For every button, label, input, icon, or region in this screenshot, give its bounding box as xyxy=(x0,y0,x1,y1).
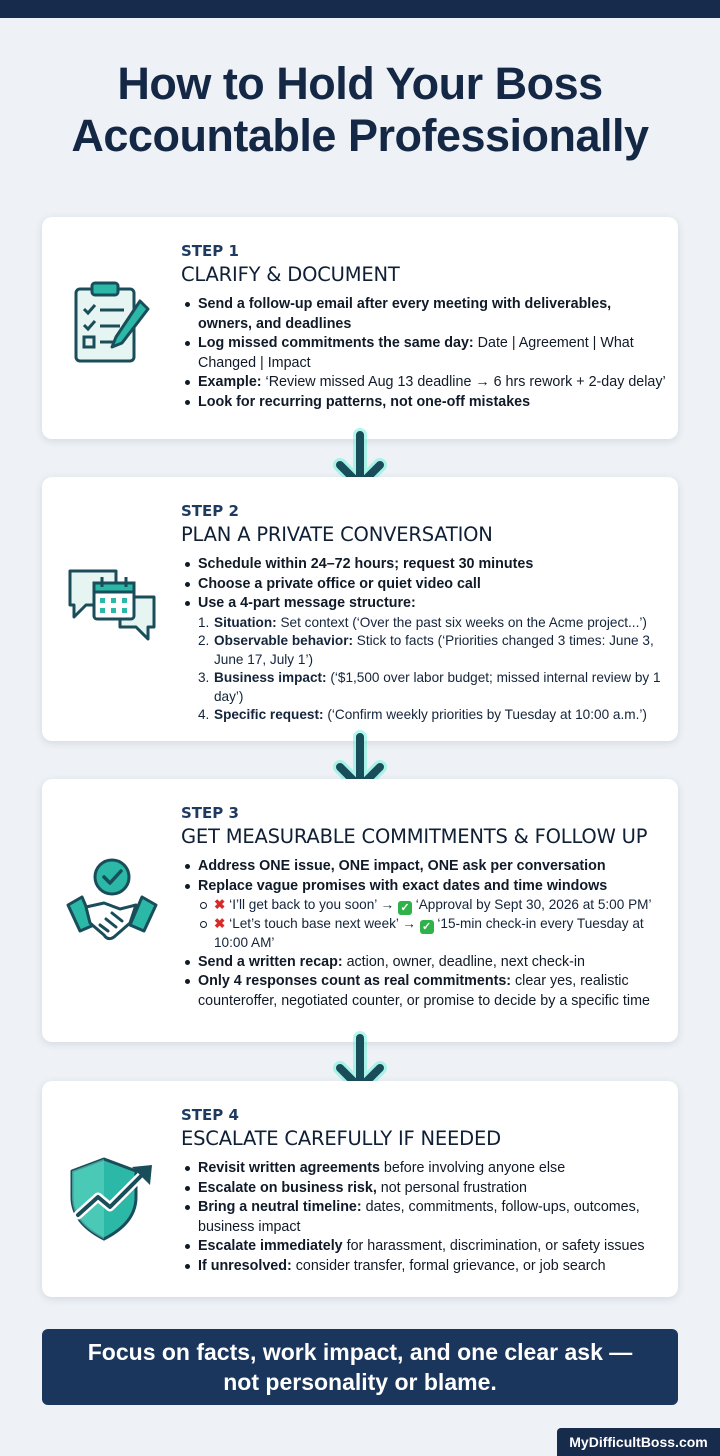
step-4-bullets: Revisit written agreements before involv… xyxy=(181,1159,668,1276)
step-3-bullets: Address ONE issue, ONE impact, ONE ask p… xyxy=(181,857,668,896)
list-item: ✖ ‘Let’s touch base next week’ → ✓ ‘15-m… xyxy=(198,915,668,953)
step-1-bullets: Send a follow-up email after every meeti… xyxy=(181,295,668,412)
title-line-1: How to Hold Your Boss xyxy=(117,58,603,109)
step-title: CLARIFY & DOCUMENT xyxy=(181,263,400,286)
list-item: Schedule within 24–72 hours; request 30 … xyxy=(181,555,668,575)
message-structure-list: 1.Situation: Set context (‘Over the past… xyxy=(198,614,668,725)
x-mark-icon: ✖ xyxy=(214,897,226,912)
list-item: Escalate on business risk, not personal … xyxy=(181,1179,668,1199)
step-2-card: STEP 2 PLAN A PRIVATE CONVERSATION Sched… xyxy=(42,477,678,741)
list-item: If unresolved: consider transfer, formal… xyxy=(181,1257,668,1277)
list-item: Send a follow-up email after every meeti… xyxy=(181,295,668,334)
list-item: Choose a private office or quiet video c… xyxy=(181,575,668,595)
handshake-check-icon xyxy=(64,855,160,956)
arrow-down-icon xyxy=(324,1030,396,1102)
list-item: 3.Business impact: (‘$1,500 over labor b… xyxy=(198,670,661,704)
list-item: 1.Situation: Set context (‘Over the past… xyxy=(198,614,647,630)
commitment-examples: ✖ ‘I’ll get back to you soon’ → ✓ ‘Appro… xyxy=(198,896,668,953)
x-mark-icon: ✖ xyxy=(214,916,226,931)
list-item: 4.Specific request: (‘Confirm weekly pri… xyxy=(198,707,647,722)
step-title: ESCALATE CAREFULLY IF NEEDED xyxy=(181,1127,501,1150)
step-label: STEP 4 xyxy=(181,1106,239,1124)
step-title: PLAN A PRIVATE CONVERSATION xyxy=(181,523,493,546)
step-3-card: STEP 3 GET MEASURABLE COMMITMENTS & FOLL… xyxy=(42,779,678,1042)
step-label: STEP 2 xyxy=(181,502,239,520)
list-item: Look for recurring patterns, not one-off… xyxy=(181,393,668,413)
list-item: Revisit written agreements before involv… xyxy=(181,1159,668,1179)
footer-banner: Focus on facts, work impact, and one cle… xyxy=(42,1329,678,1405)
list-item: Use a 4-part message structure: xyxy=(181,594,668,614)
footer-line-2: not personality or blame. xyxy=(223,1369,497,1395)
list-item: Example: ‘Review missed Aug 13 deadline … xyxy=(181,373,668,393)
top-bar xyxy=(0,0,720,18)
step-3-bullets-continued: Send a written recap: action, owner, dea… xyxy=(181,953,668,1012)
step-1-card: STEP 1 CLARIFY & DOCUMENT Send a follow-… xyxy=(42,217,678,439)
footer-line-1: Focus on facts, work impact, and one cle… xyxy=(87,1339,633,1365)
page-title: How to Hold Your Boss Accountable Profes… xyxy=(0,58,720,162)
step-2-bullets: Schedule within 24–72 hours; request 30 … xyxy=(181,555,668,614)
brand-link[interactable]: MyDifficultBoss.com xyxy=(557,1428,720,1456)
list-item: Escalate immediately for harassment, dis… xyxy=(181,1237,668,1257)
check-mark-icon: ✓ xyxy=(419,920,434,934)
shield-trend-icon xyxy=(64,1153,160,1248)
list-item: Only 4 responses count as real commitmen… xyxy=(181,972,668,1011)
list-item: Bring a neutral timeline: dates, commitm… xyxy=(181,1198,668,1237)
title-line-2: Accountable Professionally xyxy=(71,110,649,161)
step-label: STEP 3 xyxy=(181,804,239,822)
list-item: Replace vague promises with exact dates … xyxy=(181,877,668,897)
list-item: ✖ ‘I’ll get back to you soon’ → ✓ ‘Appro… xyxy=(198,896,668,915)
step-4-card: STEP 4 ESCALATE CAREFULLY IF NEEDED Revi… xyxy=(42,1081,678,1297)
list-item: Log missed commitments the same day: Dat… xyxy=(181,334,668,373)
step-label: STEP 1 xyxy=(181,242,239,260)
check-mark-icon: ✓ xyxy=(397,901,412,915)
clipboard-checklist-icon xyxy=(64,277,156,374)
list-item: Send a written recap: action, owner, dea… xyxy=(181,953,668,973)
step-title: GET MEASURABLE COMMITMENTS & FOLLOW UP xyxy=(181,825,648,848)
list-item: 2.Observable behavior: Stick to facts (‘… xyxy=(198,633,654,667)
list-item: Address ONE issue, ONE impact, ONE ask p… xyxy=(181,857,668,877)
chat-calendar-icon xyxy=(64,561,160,652)
